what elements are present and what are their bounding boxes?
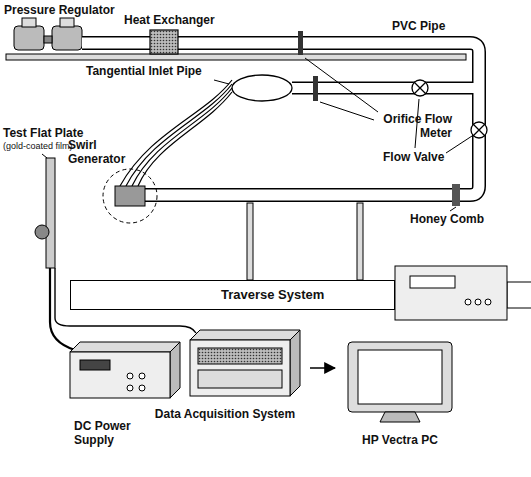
data-acquisition-symbol [190,340,290,396]
dc-power-supply-symbol [70,352,170,398]
leader-line [305,58,378,112]
pipe-network [292,83,479,93]
orifice-flow-meter-symbol [313,76,318,101]
swirl-generator-symbol [103,169,157,223]
device-box: Data Acquisition System [140,326,310,424]
device-box: HP Vectra PC [335,338,465,450]
tangential-inlet-pipes [132,88,232,186]
dc-power-supply-symbol [127,373,133,379]
honeycomb-symbol [452,184,460,206]
orifice-flow-meter-symbol [298,31,303,55]
signal-arrow [310,367,335,369]
pressure-regulator-symbol [14,18,82,50]
leader-line [42,58,472,211]
pressure-regulator-symbol [14,26,44,50]
traverse-controller [395,266,507,320]
heat-exchanger-symbol [150,30,178,54]
node-label: DC Power Supply [74,419,146,447]
pipe-support [357,203,363,280]
pipe-network [82,43,479,195]
node-label: HP Vectra PC [362,433,438,447]
leader-line [42,154,47,158]
leader-line [450,207,456,211]
part-label: Orifice Flow Meter [360,112,452,140]
test-plate-symbol [46,158,55,268]
pressure-regulator-symbol [44,36,52,43]
traverse-controller [395,266,531,320]
tangential-inlet-pipes [138,92,232,186]
test-plate-symbol [35,225,49,239]
heat-exchanger-symbol [150,30,178,54]
part-label: Swirl Generator [68,138,134,166]
traverse-controller [485,299,491,305]
pc-monitor-symbol [348,342,452,412]
data-acquisition-symbol [190,330,300,396]
flow-valve-symbol [412,80,428,96]
traverse-rail: Traverse System [70,280,395,310]
pc-monitor-symbol [348,342,452,422]
dc-power-supply-symbol [70,342,180,352]
device-box: DC Power Supply [62,338,180,450]
pipe-support [247,203,253,280]
part-label: Flow Valve [383,150,444,164]
node-label: Traverse System [221,288,324,302]
swirl-generator-symbol [115,186,145,206]
part-label: Test Flat Plate [3,126,83,140]
part-note: (gold-coated film) [3,141,73,152]
traverse-controller [410,276,455,288]
pc-monitor-symbol [358,350,442,404]
support-plank [6,54,466,60]
part-label: Pressure Regulator [4,3,115,17]
pipe-network [82,43,479,195]
flow-valve-symbol [473,124,485,136]
part-label: Heat Exchanger [124,13,215,27]
dc-power-supply-symbol [80,360,110,370]
swirl-generator-symbol [103,169,157,223]
part-label: PVC Pipe [392,19,445,33]
pressure-regulator-symbol [52,26,82,50]
dc-power-supply-symbol [170,342,180,398]
data-acquisition-symbol [190,330,300,340]
part-label: Tangential Inlet Pipe [86,64,202,78]
flow-valve-symbol [471,122,487,138]
pipe-support [247,203,363,280]
pressure-regulator-symbol [22,18,36,27]
dc-power-supply-symbol [139,385,145,391]
tangential-inlet-pipes [126,84,232,186]
data-acquisition-symbol [290,330,300,396]
pc-monitor-symbol [380,412,420,422]
pipe-network [292,82,479,95]
leader-line [214,80,229,84]
data-acquisition-symbol [198,348,282,364]
pipe-network [82,43,479,195]
part-label: Honey Comb [410,212,484,226]
dc-power-supply-symbol [139,373,145,379]
dc-power-supply-symbol [70,342,180,398]
settling-chamber [232,75,292,101]
traverse-controller [507,282,531,308]
honeycomb-symbol [452,184,460,206]
dc-power-supply-symbol [127,385,133,391]
test-plate-symbol [35,158,55,268]
traverse-controller [465,299,471,305]
data-acquisition-symbol [198,370,282,388]
pressure-regulator-symbol [60,18,74,27]
support-plank [6,54,466,60]
leader-line [320,102,374,120]
node-label: Data Acquisition System [155,407,295,421]
settling-chamber [232,75,292,101]
traverse-controller [475,299,481,305]
flow-valve-symbol [414,82,426,94]
